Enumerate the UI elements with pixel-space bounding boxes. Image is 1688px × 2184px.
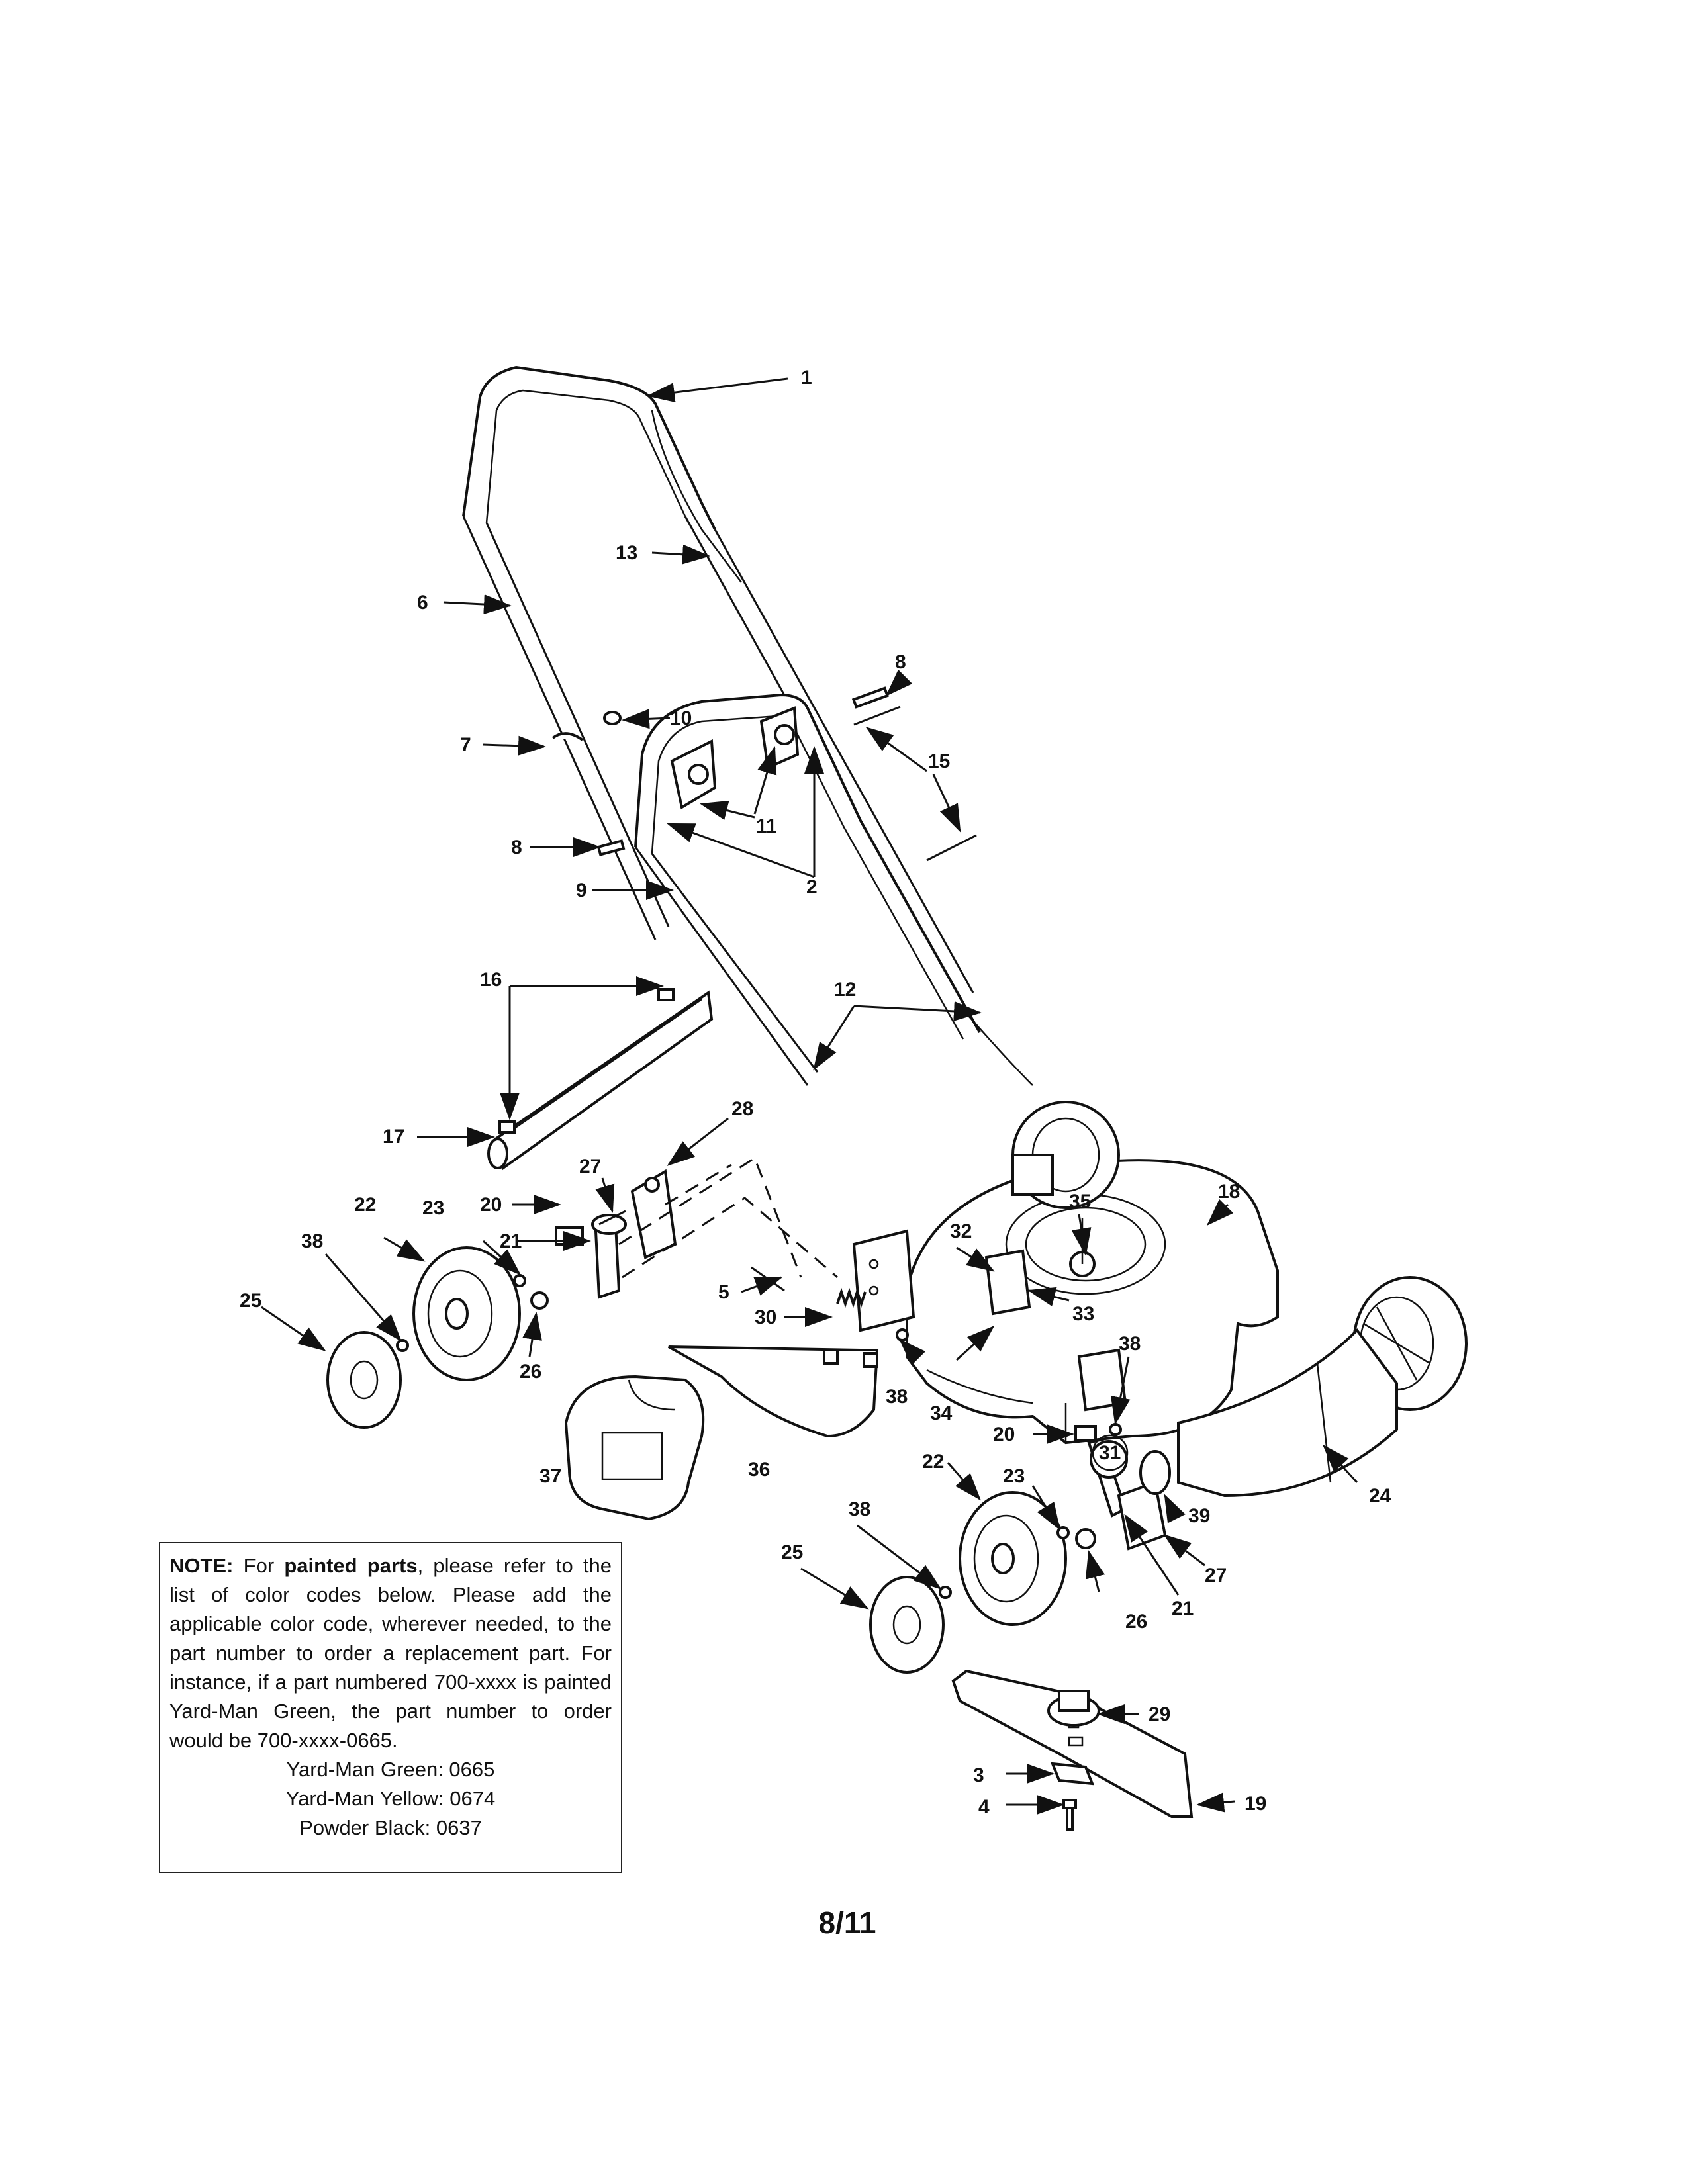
- callout-26-left: 26: [520, 1361, 541, 1383]
- blade-adapter: [1047, 1690, 1100, 1727]
- callout-30: 30: [755, 1306, 776, 1328]
- callout-10: 10: [670, 707, 692, 729]
- note-paragraph: NOTE: For painted parts, please refer to…: [169, 1551, 612, 1755]
- blade-bolt-and-washer: [1050, 1762, 1095, 1831]
- callout-8-left: 8: [511, 837, 522, 858]
- callout-12: 12: [834, 979, 856, 1001]
- callout-20-left: 20: [480, 1194, 502, 1216]
- mower-deck: [906, 1159, 1279, 1445]
- callout-31-circle: [1092, 1434, 1129, 1471]
- callout-27-right: 27: [1205, 1565, 1227, 1586]
- callout-4: 4: [978, 1796, 990, 1818]
- page-number: 8/11: [818, 1905, 876, 1940]
- callout-29: 29: [1149, 1704, 1170, 1725]
- color-code-black: Powder Black: 0637: [299, 1816, 482, 1839]
- rear-wheel-right: [1011, 1101, 1120, 1209]
- callout-numbers: 1 13 6 8 7 10 15 11 8 2 9 16 12 17 28 27…: [240, 367, 1391, 1818]
- note-text-prefix: For: [243, 1554, 275, 1577]
- deck-bracket-left: [852, 1229, 915, 1332]
- callout-9: 9: [576, 880, 587, 901]
- mulch-cover: [668, 1345, 879, 1438]
- callout-22-right: 22: [922, 1451, 944, 1473]
- callout-3: 3: [973, 1764, 984, 1786]
- callout-35: 35: [1069, 1191, 1091, 1212]
- hinge-rod-and-door: [487, 988, 714, 1171]
- callout-22-left: 22: [354, 1194, 376, 1216]
- hubcap-left: [326, 1331, 402, 1429]
- callout-7: 7: [460, 734, 471, 756]
- note-bold-text: painted parts: [284, 1554, 418, 1577]
- callout-24: 24: [1369, 1485, 1391, 1507]
- callout-20-right: 20: [993, 1424, 1015, 1445]
- callout-23-left: 23: [422, 1197, 444, 1219]
- callout-17: 17: [383, 1126, 404, 1148]
- callout-18: 18: [1218, 1181, 1240, 1203]
- callout-5: 5: [718, 1281, 729, 1303]
- painted-parts-note: NOTE: For painted parts, please refer to…: [159, 1542, 622, 1873]
- callout-27-left: 27: [579, 1156, 601, 1177]
- grass-bag: [564, 1375, 705, 1521]
- callout-8-top: 8: [895, 651, 906, 673]
- callout-38-right: 38: [1119, 1333, 1141, 1355]
- callout-25-right: 25: [781, 1541, 803, 1563]
- hubcap-right: [869, 1576, 945, 1674]
- upper-handle: [462, 365, 974, 1000]
- callout-34: 34: [930, 1402, 953, 1424]
- callout-28: 28: [731, 1098, 753, 1120]
- leader-lines: [261, 377, 1358, 1815]
- callout-25-left: 25: [240, 1290, 261, 1312]
- callout-11: 11: [756, 815, 777, 837]
- lower-handle: [634, 693, 981, 1086]
- note-label: NOTE:: [169, 1554, 234, 1577]
- callout-31: 31: [1099, 1442, 1121, 1464]
- callout-1: 1: [801, 367, 812, 388]
- callout-38-bottom: 38: [849, 1498, 870, 1520]
- pin-and-spring: [751, 1266, 867, 1308]
- note-text-body: , please refer to the list of color code…: [169, 1554, 612, 1752]
- callout-15: 15: [928, 751, 950, 772]
- callout-36: 36: [748, 1459, 770, 1480]
- callout-16: 16: [480, 969, 502, 991]
- callout-39: 39: [1188, 1505, 1210, 1527]
- color-code-yellow: Yard-Man Yellow: 0674: [285, 1787, 496, 1810]
- callout-23-right: 23: [1003, 1465, 1025, 1487]
- hex-bolts: [596, 686, 977, 862]
- callout-2: 2: [806, 876, 818, 898]
- callout-21-left: 21: [500, 1230, 522, 1252]
- rear-wheel-left: [412, 1246, 521, 1381]
- dashed-assembly-lines: [618, 1156, 838, 1279]
- callout-21-right: 21: [1172, 1598, 1194, 1619]
- callout-33: 33: [1072, 1303, 1094, 1325]
- callout-19: 19: [1244, 1793, 1266, 1815]
- callout-37: 37: [539, 1465, 561, 1487]
- callout-38-left: 38: [301, 1230, 323, 1252]
- color-code-green: Yard-Man Green: 0665: [286, 1758, 495, 1781]
- height-adjuster-left: [513, 1169, 677, 1310]
- callout-6: 6: [417, 592, 428, 614]
- callout-13: 13: [616, 542, 637, 564]
- callout-38-mid: 38: [886, 1386, 908, 1408]
- callout-26-right: 26: [1125, 1611, 1147, 1633]
- callout-32: 32: [950, 1220, 972, 1242]
